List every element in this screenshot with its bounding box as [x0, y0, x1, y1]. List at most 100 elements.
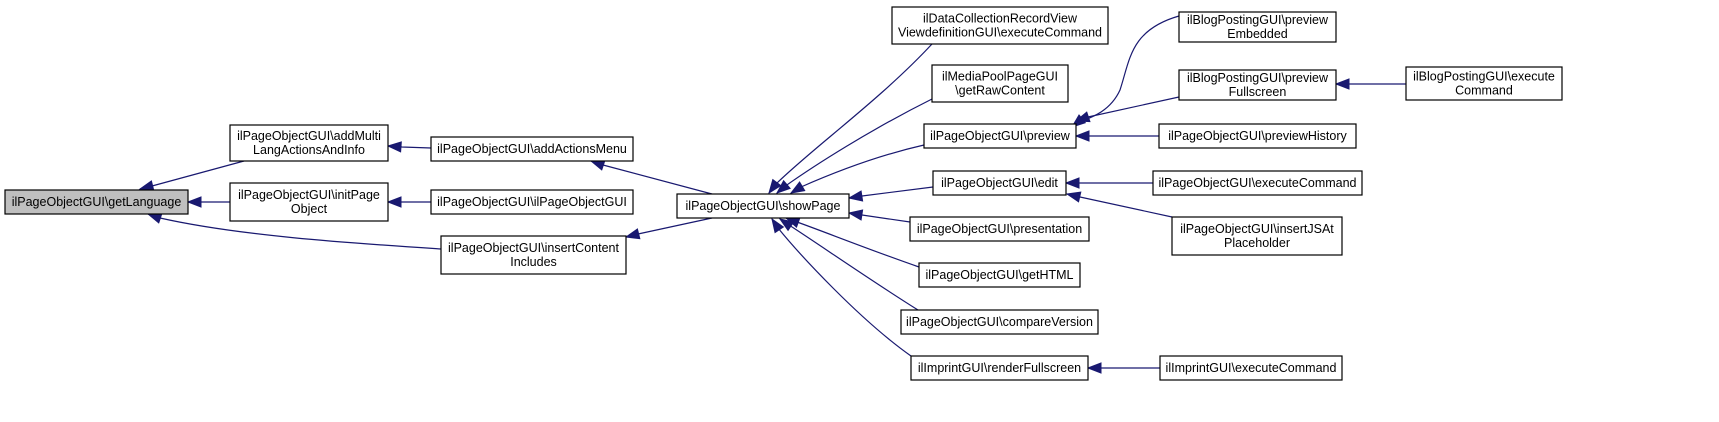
edge-line	[147, 213, 442, 250]
edge-initPage-to-getLanguage	[186, 196, 230, 208]
node-imprintExec[interactable]: ilImprintGUI\executeCommand	[1159, 355, 1343, 381]
node-box[interactable]	[909, 216, 1090, 242]
node-box[interactable]	[910, 355, 1089, 381]
arrowhead	[386, 141, 402, 153]
node-label: ilDataCollectionRecordView	[923, 12, 1078, 26]
node-box[interactable]	[900, 309, 1099, 335]
node-box[interactable]	[1158, 123, 1357, 149]
node-label: ilImprintGUI\executeCommand	[1166, 361, 1337, 375]
edge-line	[768, 43, 933, 194]
node-label: Embedded	[1227, 27, 1288, 41]
edge-line	[1066, 193, 1173, 218]
arrowhead	[778, 218, 795, 232]
edge-line	[779, 218, 919, 311]
node-getLanguage[interactable]: ilPageObjectGUI\getLanguage	[4, 189, 189, 215]
edge-blogExec-to-blogFullscreen	[1334, 78, 1406, 90]
edge-renderFullscreen-to-showPage	[771, 217, 912, 357]
node-preview[interactable]: ilPageObjectGUI\preview	[923, 123, 1077, 149]
node-box[interactable]	[931, 64, 1069, 103]
node-box[interactable]	[1159, 355, 1343, 381]
node-label: Command	[1455, 84, 1513, 98]
edge-showPage-to-addActionsMenu	[589, 159, 713, 195]
node-edit[interactable]: ilPageObjectGUI\edit	[932, 170, 1067, 196]
node-executeCommand[interactable]: ilPageObjectGUI\executeCommand	[1152, 170, 1363, 196]
arrowhead	[624, 228, 641, 240]
node-box[interactable]	[229, 124, 389, 162]
node-addMulti[interactable]: ilPageObjectGUI\addMultiLangActionsAndIn…	[229, 124, 389, 162]
node-box[interactable]	[923, 123, 1077, 149]
arrowhead	[1065, 191, 1082, 203]
node-box[interactable]	[891, 6, 1109, 45]
node-label: ilPageObjectGUI\preview	[930, 129, 1071, 143]
node-renderFullscreen[interactable]: ilImprintGUI\renderFullscreen	[910, 355, 1089, 381]
node-label: ilPageObjectGUI\getHTML	[926, 268, 1074, 282]
node-label: ilPageObjectGUI\previewHistory	[1168, 129, 1347, 143]
nodes-layer: ilPageObjectGUI\getLanguage ilPageObjectG…	[4, 6, 1563, 381]
node-box[interactable]	[229, 182, 389, 222]
edge-dataColl-to-showPage	[768, 43, 933, 195]
node-box[interactable]	[1405, 66, 1563, 101]
node-ctor[interactable]: ilPageObjectGUI\ilPageObjectGUI	[430, 189, 634, 215]
node-label: ilPageObjectGUI\getLanguage	[12, 195, 182, 209]
node-dataColl[interactable]: ilDataCollectionRecordViewViewdefinition…	[891, 6, 1109, 45]
edge-preview-to-showPage	[789, 144, 925, 194]
node-box[interactable]	[1152, 170, 1363, 196]
node-label: ilPageObjectGUI\initPage	[238, 188, 380, 202]
node-label: ilPageObjectGUI\compareVersion	[906, 315, 1093, 329]
edge-previewHistory-to-preview	[1074, 130, 1159, 142]
node-addActionsMenu[interactable]: ilPageObjectGUI\addActionsMenu	[430, 136, 634, 162]
node-box[interactable]	[4, 189, 189, 215]
node-previewHistory[interactable]: ilPageObjectGUI\previewHistory	[1158, 123, 1357, 149]
node-label: ilPageObjectGUI\insertJSAt	[1180, 222, 1334, 236]
edge-showPage-to-insertContent	[624, 217, 713, 240]
node-mediaPool[interactable]: ilMediaPoolPageGUI\getRawContent	[931, 64, 1069, 103]
arrowhead	[1074, 130, 1090, 142]
edge-line	[771, 218, 912, 357]
arrowhead	[768, 178, 782, 195]
node-box[interactable]	[1178, 11, 1337, 43]
arrowhead	[386, 196, 402, 208]
node-box[interactable]	[676, 193, 850, 219]
edge-compareVersion-to-showPage	[778, 218, 919, 311]
node-label: Includes	[510, 255, 557, 269]
edge-line	[139, 160, 245, 190]
node-showPage[interactable]: ilPageObjectGUI\showPage	[676, 193, 850, 219]
edge-ctor-to-initPage	[386, 196, 431, 208]
node-blogExec[interactable]: ilBlogPostingGUI\executeCommand	[1405, 66, 1563, 101]
node-box[interactable]	[918, 262, 1081, 288]
node-label: ilPageObjectGUI\edit	[941, 176, 1058, 190]
node-getHTML[interactable]: ilPageObjectGUI\getHTML	[918, 262, 1081, 288]
node-label: \getRawContent	[955, 84, 1045, 98]
edge-line	[776, 98, 933, 194]
node-box[interactable]	[1178, 69, 1337, 101]
edge-mediaPool-to-showPage	[775, 98, 933, 194]
node-presentation[interactable]: ilPageObjectGUI\presentation	[909, 216, 1090, 242]
node-label: ilBlogPostingGUI\execute	[1413, 70, 1555, 84]
arrowhead	[1064, 177, 1080, 189]
node-box[interactable]	[430, 189, 634, 215]
node-box[interactable]	[1171, 216, 1343, 256]
arrowhead	[847, 209, 864, 221]
node-label: ilImprintGUI\renderFullscreen	[918, 361, 1081, 375]
node-label: ilPageObjectGUI\ilPageObjectGUI	[437, 195, 627, 209]
arrowhead	[138, 180, 155, 192]
arrowhead	[789, 181, 806, 194]
edge-addMulti-to-getLanguage	[138, 160, 245, 192]
arrowhead	[589, 159, 606, 171]
arrowhead	[847, 190, 864, 202]
arrowhead	[1086, 362, 1102, 374]
arrowhead	[146, 212, 163, 224]
node-label: Object	[291, 202, 328, 216]
node-label: Placeholder	[1224, 236, 1290, 250]
node-box[interactable]	[932, 170, 1067, 196]
node-compareVersion[interactable]: ilPageObjectGUI\compareVersion	[900, 309, 1099, 335]
node-label: ilBlogPostingGUI\preview	[1187, 71, 1329, 85]
node-label: ilPageObjectGUI\addActionsMenu	[437, 142, 627, 156]
node-box[interactable]	[430, 136, 634, 162]
node-box[interactable]	[440, 235, 627, 275]
